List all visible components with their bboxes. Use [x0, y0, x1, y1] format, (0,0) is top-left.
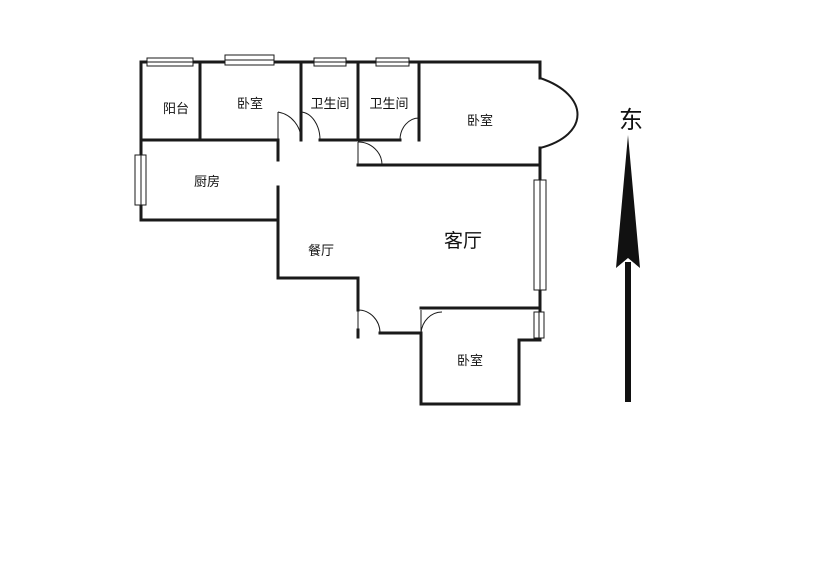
entry-door [357, 309, 381, 334]
walls [139, 60, 579, 406]
bedroom-south-door [420, 311, 443, 334]
room-label-dining: 餐厅 [308, 243, 334, 259]
room-label-bedroom-south: 卧室 [457, 353, 483, 369]
room-label-living: 客厅 [444, 230, 482, 252]
room-label-bathroom-2: 卫生间 [369, 97, 408, 112]
room-label-kitchen: 厨房 [194, 174, 220, 190]
room-label-bedroom-north-right: 卧室 [467, 113, 493, 129]
north-arrow-icon [616, 135, 640, 402]
bedroom-door [277, 111, 302, 141]
windows [134, 54, 547, 339]
bathroom-2-door [399, 117, 420, 141]
compass-label: 东 [619, 106, 643, 134]
doors [277, 111, 443, 335]
bathroom-1-door [300, 111, 321, 141]
room-label-bathroom-1: 卫生间 [310, 97, 349, 112]
room-label-bedroom-north-left: 卧室 [237, 96, 263, 112]
bedroom-ne-door [357, 141, 383, 166]
room-label-balcony: 阳台 [163, 102, 189, 117]
